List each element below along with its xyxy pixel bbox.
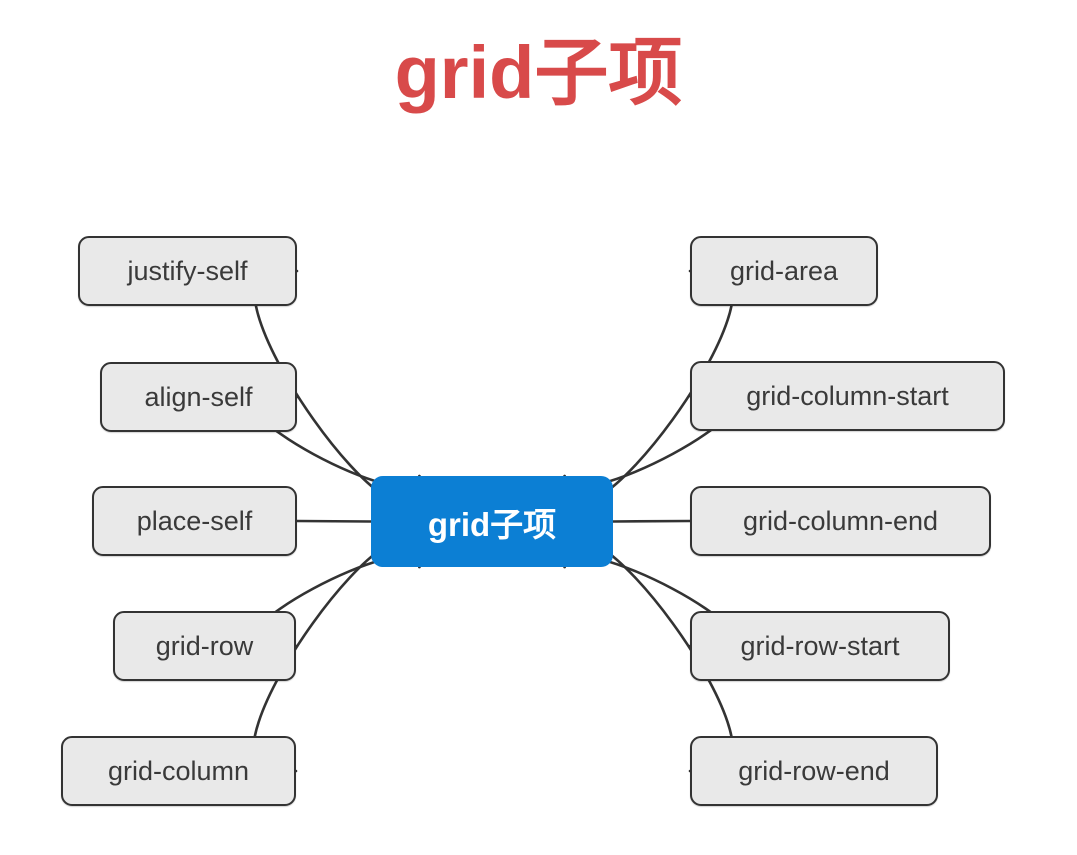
branch-node-grid-column[interactable]: grid-column (61, 736, 296, 806)
page-title: grid子项 (394, 31, 683, 114)
branch-node-grid-area[interactable]: grid-area (690, 236, 878, 306)
branch-node-grid-column-start[interactable]: grid-column-start (690, 361, 1005, 431)
branch-node-grid-row-start[interactable]: grid-row-start (690, 611, 950, 681)
branch-node-grid-row[interactable]: grid-row (113, 611, 296, 681)
right-branch-edge-grid-column-end (611, 519, 692, 523)
branch-node-align-self[interactable]: align-self (100, 362, 297, 432)
branch-node-grid-row-end[interactable]: grid-row-end (690, 736, 938, 806)
branch-node-place-self[interactable]: place-self (92, 486, 297, 556)
branch-node-justify-self[interactable]: justify-self (78, 236, 297, 306)
left-branch-edge-place-self (295, 519, 373, 523)
center-node-grid[interactable]: grid子项 (371, 476, 613, 567)
branch-node-grid-column-end[interactable]: grid-column-end (690, 486, 991, 556)
